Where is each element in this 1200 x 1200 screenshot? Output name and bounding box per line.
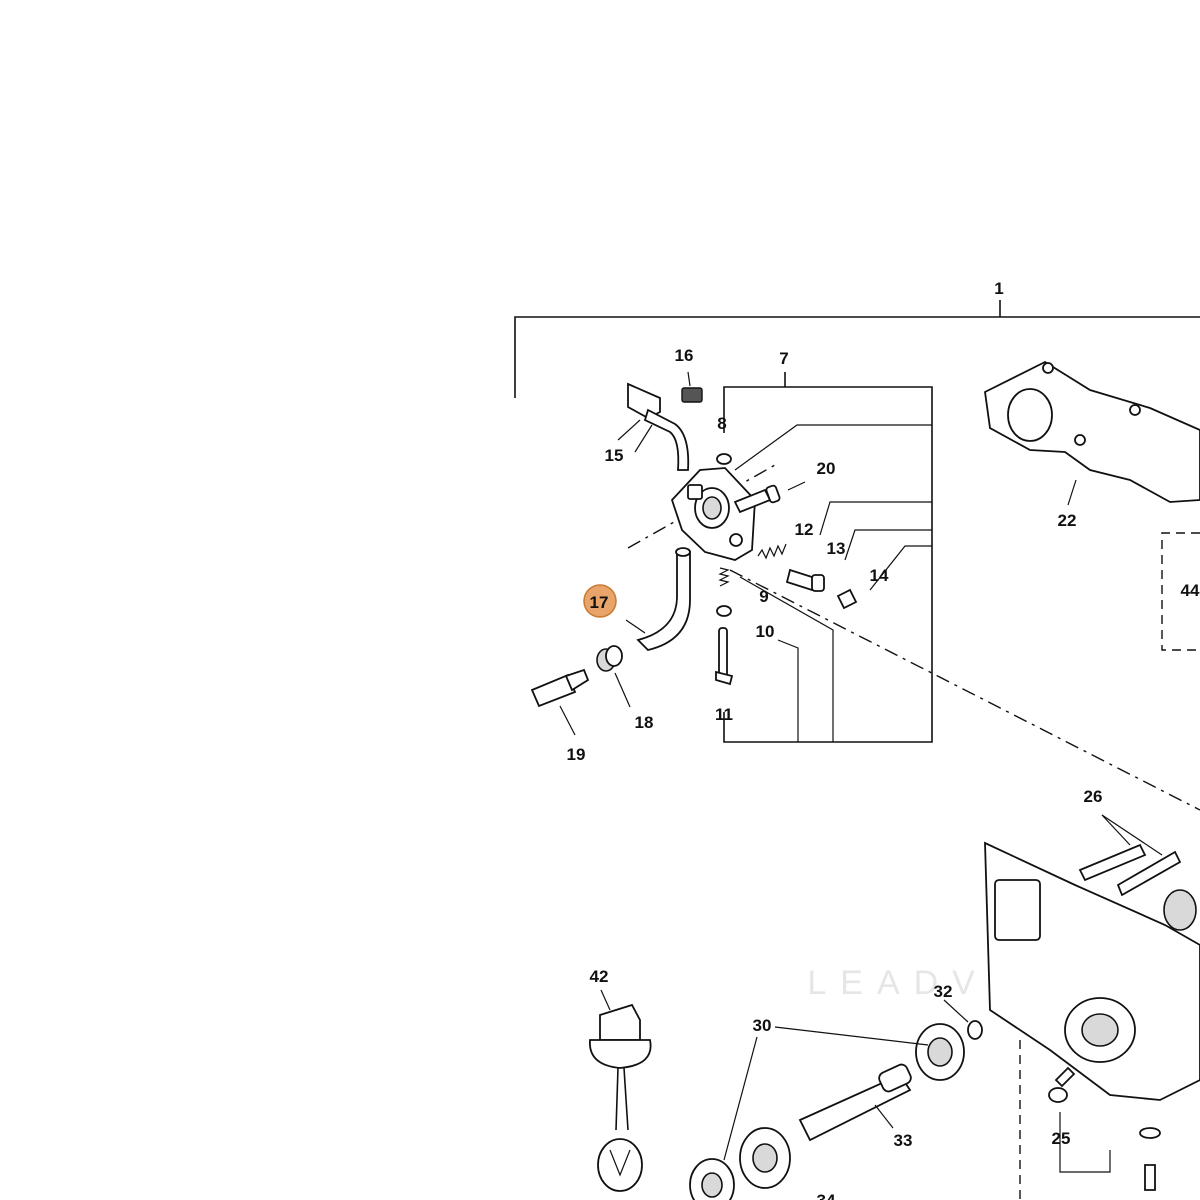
part-10-clip — [716, 605, 732, 617]
gear-case — [984, 841, 1200, 1101]
part-12-spring — [757, 543, 787, 560]
leader-lines — [559, 419, 1163, 1173]
label-part-34: 34 — [817, 1191, 836, 1200]
part-labels: 1 7 16 8 15 20 12 13 14 9 10 11 17 18 19… — [567, 279, 1200, 1200]
part-22-housing — [984, 360, 1200, 503]
label-part-9: 9 — [759, 587, 768, 606]
label-part-13: 13 — [827, 539, 846, 558]
part-18-fitting — [596, 645, 623, 672]
part-17-hose — [636, 547, 691, 651]
group-box-44 — [1161, 532, 1200, 651]
part-42-dipstick — [589, 1003, 652, 1192]
label-part-19: 19 — [567, 745, 586, 764]
label-part-11: 11 — [715, 705, 733, 724]
label-part-44: 44 — [1181, 581, 1200, 600]
label-part-26: 26 — [1084, 787, 1103, 806]
part-30-bearings — [689, 1023, 965, 1200]
label-part-33: 33 — [894, 1131, 913, 1150]
part-19-filter — [530, 668, 590, 708]
label-part-15: 15 — [605, 446, 624, 465]
assembly-axis-lines — [627, 464, 1200, 1200]
part-25-bolts — [1048, 1066, 1161, 1191]
label-part-12: 12 — [795, 520, 814, 539]
label-part-42: 42 — [590, 967, 609, 986]
part-32-ring — [967, 1020, 983, 1040]
label-part-30: 30 — [753, 1016, 772, 1035]
label-part-20: 20 — [817, 459, 836, 478]
label-part-17: 17 — [590, 593, 609, 612]
part-34-gear — [739, 1127, 791, 1189]
part-33-shaft — [798, 1063, 912, 1142]
part-8-clip — [716, 453, 732, 465]
label-part-32: 32 — [934, 982, 953, 1001]
part-26-studs — [1078, 843, 1182, 897]
part-20-screw — [733, 481, 806, 514]
part-13-pin — [785, 568, 825, 592]
label-part-8: 8 — [717, 414, 726, 433]
label-part-25: 25 — [1052, 1129, 1071, 1148]
label-part-14: 14 — [870, 566, 889, 585]
part-16-block — [681, 371, 703, 403]
label-part-1: 1 — [994, 279, 1003, 298]
highlight-marker-17 — [583, 584, 617, 618]
part-14-cap — [836, 588, 858, 610]
part-7-pump-body — [670, 467, 756, 561]
part-11-shaft — [715, 627, 734, 686]
label-part-22: 22 — [1058, 511, 1077, 530]
group-bracket-7 — [723, 372, 933, 743]
label-part-16: 16 — [675, 346, 694, 365]
label-part-10: 10 — [756, 622, 775, 641]
label-part-18: 18 — [635, 713, 654, 732]
label-part-7: 7 — [779, 349, 788, 368]
assembly-bracket-1 — [514, 300, 1200, 398]
part-15-tube — [627, 382, 690, 471]
part-9-spring — [718, 567, 730, 587]
